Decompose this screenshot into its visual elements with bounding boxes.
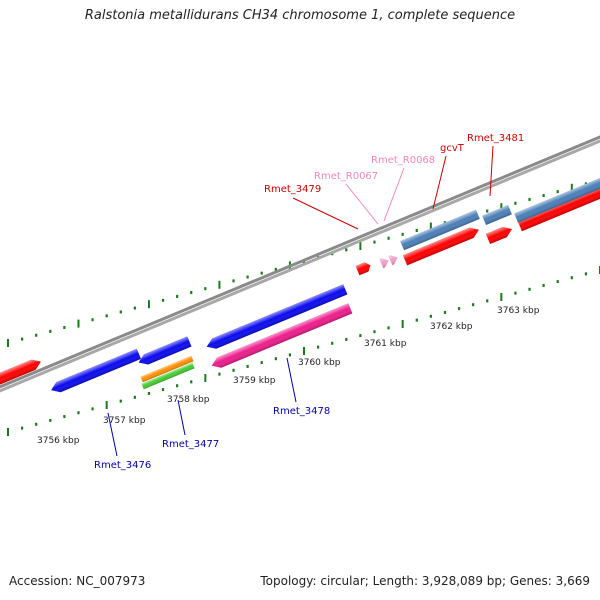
feature-steel-a — [400, 209, 480, 251]
label-leader-line — [489, 145, 494, 197]
feature-rmet-r0068 — [388, 255, 398, 266]
label-leader-line — [107, 412, 118, 457]
feature-rmet-3476 — [51, 348, 141, 393]
label-leader-line — [383, 167, 405, 222]
gene-label: Rmet_R0068 — [371, 155, 435, 166]
scale-label: 3761 kbp — [364, 339, 407, 349]
backbone-line — [0, 135, 600, 389]
label-leader-line — [432, 155, 447, 210]
scale-label: 3756 kbp — [37, 436, 80, 446]
label-leader-line — [345, 183, 379, 225]
feature-steel-b — [482, 205, 512, 225]
map-title: Ralstonia metallidurans CH34 chromosome … — [84, 8, 516, 23]
feature-red-left — [0, 359, 41, 388]
feature-rmet-3478 — [211, 303, 353, 368]
feature-track — [0, 177, 600, 393]
feature-steel-c — [514, 177, 600, 223]
scale-label: 3762 kbp — [430, 322, 473, 332]
backbone-line — [0, 139, 600, 393]
feature-orange — [140, 355, 194, 383]
scale-label: 3763 kbp — [497, 306, 540, 316]
gene-label: Rmet_3479 — [264, 184, 321, 195]
gene-labels: Rmet_3476 Rmet_3477 Rmet_3478 Rmet_3479 Rmet… — [94, 133, 524, 471]
gene-label: Rmet_R0067 — [314, 171, 378, 182]
gene-label: Rmet_3481 — [467, 133, 524, 144]
gene-label: Rmet_3478 — [273, 406, 330, 417]
feature-red-right — [517, 185, 600, 232]
feature-green — [141, 362, 195, 390]
label-leader-line — [286, 357, 297, 403]
scale-label: 3760 kbp — [298, 358, 341, 368]
feature-rmet-3477 — [138, 336, 192, 365]
scale-label: 3759 kbp — [233, 376, 276, 386]
label-leader-line — [177, 399, 186, 436]
label-leaders — [107, 145, 494, 457]
gene-label: gcvT — [440, 143, 465, 154]
feature-rmet-3479 — [355, 262, 371, 276]
gene-label: Rmet_3477 — [162, 439, 219, 450]
label-leader-line — [292, 197, 359, 230]
topology-summary: Topology: circular; Length: 3,928,089 bp… — [260, 574, 590, 588]
accession-text: Accession: NC_007973 — [9, 574, 146, 588]
backbone — [0, 135, 600, 393]
scale-labels: 3756 kbp 3757 kbp 3758 kbp 3759 kbp 3760 kbp… — [37, 306, 540, 446]
scale-label: 3757 kbp — [103, 416, 146, 426]
feature-rmet-r0067 — [379, 258, 389, 269]
feature-rmet-3478-cds — [206, 284, 348, 349]
inner-tick-ring — [7, 266, 600, 436]
feature-rmet-3481 — [485, 226, 513, 245]
scale-label: 3758 kbp — [167, 395, 210, 405]
gene-label: Rmet_3476 — [94, 460, 151, 471]
feature-gcvt — [402, 227, 479, 266]
